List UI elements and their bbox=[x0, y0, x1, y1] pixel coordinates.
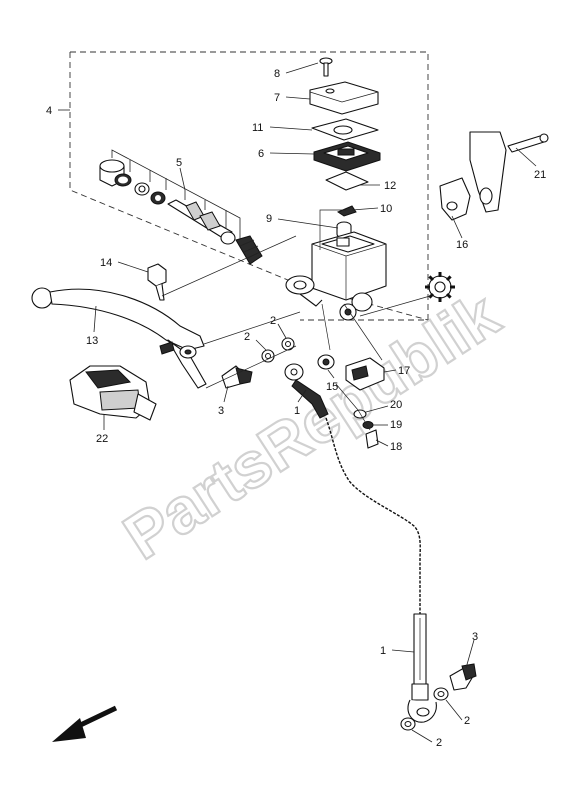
brake-hose-line bbox=[325, 417, 421, 614]
callout-14: 14 bbox=[100, 257, 112, 269]
part-2-washer-upper-right bbox=[281, 337, 295, 351]
part-18-screw bbox=[365, 429, 379, 449]
assembly-reference-lines bbox=[161, 209, 431, 431]
callout-8: 8 bbox=[274, 68, 280, 80]
part-2-washer-lower-left bbox=[400, 717, 416, 731]
callout-6: 6 bbox=[258, 148, 264, 160]
callout-16: 16 bbox=[456, 239, 468, 251]
callout-leaders bbox=[58, 62, 537, 743]
callout-9: 9 bbox=[266, 213, 272, 225]
callout-3-b: 3 bbox=[472, 631, 478, 643]
callout-2-d: 2 bbox=[436, 737, 442, 749]
callout-3-a: 3 bbox=[218, 405, 224, 417]
part-10-clip bbox=[336, 205, 357, 217]
part-21-bracket-bolt bbox=[469, 131, 549, 213]
callout-13: 13 bbox=[86, 335, 98, 347]
part-5-leader-bracket bbox=[111, 149, 241, 240]
callout-20: 20 bbox=[390, 399, 402, 411]
callout-5: 5 bbox=[176, 157, 182, 169]
callout-7: 7 bbox=[274, 92, 280, 104]
callout-12: 12 bbox=[384, 180, 396, 192]
callout-21: 21 bbox=[534, 169, 546, 181]
callout-1-a: 1 bbox=[294, 405, 300, 417]
part-17-brake-switch bbox=[345, 357, 385, 391]
part-2-washer-lower-right bbox=[433, 687, 449, 701]
callout-18: 18 bbox=[390, 441, 402, 453]
callout-2-b: 2 bbox=[270, 315, 276, 327]
part-1-hose-lower-fitting bbox=[407, 613, 437, 723]
part-12-protector bbox=[325, 171, 369, 191]
callout-labels: 8 7 4 11 6 5 12 21 10 9 16 14 13 2 2 17 … bbox=[46, 68, 546, 749]
callout-11: 11 bbox=[252, 122, 263, 134]
callout-22: 22 bbox=[96, 433, 108, 445]
part-8-screw bbox=[319, 57, 333, 77]
part-2-washer-upper-left bbox=[261, 349, 275, 363]
master-cylinder-body bbox=[285, 231, 387, 321]
front-direction-arrow-icon bbox=[52, 705, 118, 742]
part-22-switch-assembly bbox=[69, 365, 157, 421]
callout-15: 15 bbox=[326, 381, 338, 393]
part-3-union-bolt-upper bbox=[221, 365, 253, 389]
part-5-piston-kit bbox=[99, 159, 263, 265]
part-13-brake-lever bbox=[31, 287, 207, 389]
callout-1-b: 1 bbox=[380, 645, 386, 657]
callout-10: 10 bbox=[380, 203, 392, 215]
part-11-plate bbox=[311, 118, 379, 141]
callout-19: 19 bbox=[390, 419, 402, 431]
part-7-reservoir-cap bbox=[309, 81, 379, 115]
callout-2-c: 2 bbox=[464, 715, 470, 727]
part-15-grommet bbox=[317, 354, 335, 370]
callout-17: 17 bbox=[398, 365, 410, 377]
callout-2-a: 2 bbox=[244, 331, 250, 343]
part-6-diaphragm bbox=[313, 141, 381, 172]
part-1-hose-upper-fitting bbox=[284, 363, 329, 419]
gear-icon bbox=[425, 272, 455, 302]
part-14-pivot-bolt bbox=[147, 263, 167, 301]
part-3-union-bolt-lower bbox=[449, 663, 477, 691]
part-16-bracket bbox=[439, 177, 471, 221]
callout-4: 4 bbox=[46, 105, 52, 117]
part-19-washer bbox=[362, 421, 374, 429]
